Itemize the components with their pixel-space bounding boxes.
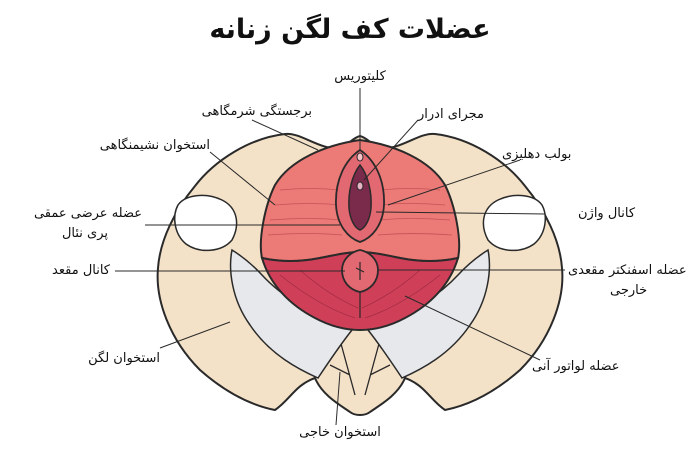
label-coccyx: استخوان خاجی (299, 425, 381, 440)
left-obturator (173, 194, 238, 252)
label-ischium: استخوان نشیمنگاهی (99, 138, 210, 153)
label-deep-transverse-2: پری نئال (61, 226, 108, 241)
right-obturator (482, 194, 547, 252)
anal-opening (355, 262, 365, 280)
label-external-anal-sphincter-2: خارجی (610, 283, 648, 298)
label-pelvic-bone: استخوان لگن (88, 351, 160, 366)
right-ligament (366, 248, 491, 379)
label-vestibular-bulb: بولب دهلیزی (502, 147, 572, 162)
label-levator-ani: عضله لواتور آنی (532, 359, 620, 374)
label-external-anal-sphincter-1: عضله اسفنکتر مقعدی (568, 263, 687, 278)
urethra-opening (356, 181, 364, 191)
diagram-title: عضلات کف لگن زنانه (209, 14, 491, 45)
label-pubic-mound: برجستگی شرمگاهی (201, 104, 312, 119)
label-clitoris: کلیتوریس (334, 69, 386, 84)
clitoris-shape (356, 152, 364, 162)
label-vaginal-canal: کانال واژن (578, 206, 636, 221)
vaginal-opening (348, 163, 372, 231)
left-ligament (229, 248, 354, 379)
label-deep-transverse-1: عضله عرضی عمقی (33, 206, 142, 221)
label-urethra: مجرای ادرار (418, 107, 485, 122)
leader-lines (115, 88, 565, 426)
label-anal-canal: کانال مقعد (52, 263, 110, 278)
